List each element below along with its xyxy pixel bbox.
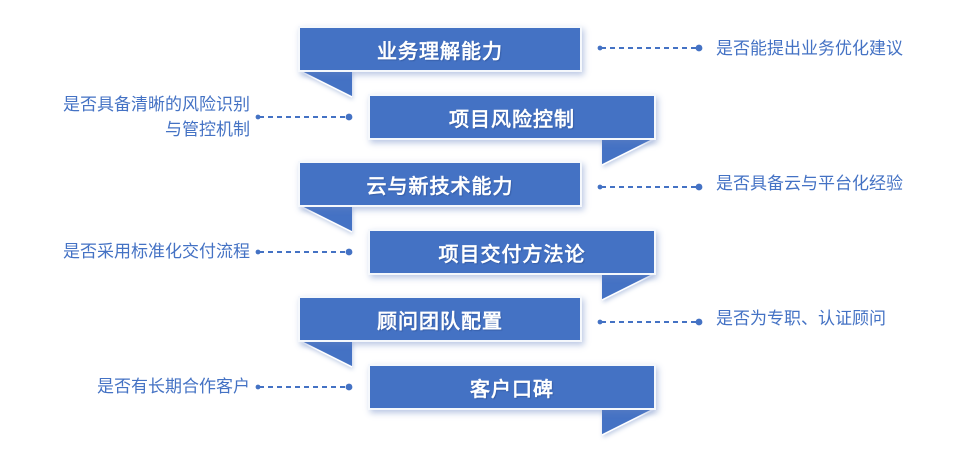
ribbon-fold-right-icon (602, 409, 655, 436)
banner-customer-reputation: 客户口碑 (368, 364, 656, 410)
dashed-connector-icon (255, 113, 353, 121)
ribbon-fold-right-icon (602, 139, 655, 166)
ribbon-fold-left-icon (300, 206, 353, 233)
banner-label: 顾问团队配置 (377, 310, 503, 333)
banner-business-understanding: 业务理解能力 (298, 26, 582, 72)
ribbon-fold-right-icon (602, 274, 655, 301)
dashed-connector-icon (255, 383, 353, 391)
dashed-connector-icon (597, 183, 703, 191)
banner-label: 项目交付方法论 (438, 243, 586, 266)
ribbon-fold-left-icon (300, 341, 353, 368)
dashed-connector-icon (255, 248, 353, 256)
banner-label: 云与新技术能力 (366, 175, 514, 198)
annotation-business-understanding: 是否能提出业务优化建议 (716, 39, 903, 58)
annotation-risk-control: 是否具备清晰的风险识别 与管控机制 (63, 95, 250, 139)
banner-consultant-team: 顾问团队配置 (298, 296, 582, 342)
dashed-connector-icon (597, 318, 703, 326)
ribbon-fold-left-icon (300, 71, 353, 98)
banner-risk-control: 项目风险控制 (368, 94, 656, 140)
banner-label: 项目风险控制 (449, 108, 575, 131)
banner-delivery-methodology: 项目交付方法论 (368, 229, 656, 275)
banner-cloud-tech: 云与新技术能力 (298, 161, 582, 207)
banner-label: 客户口碑 (470, 378, 554, 401)
annotation-delivery-methodology: 是否采用标准化交付流程 (63, 242, 250, 261)
annotation-cloud-tech: 是否具备云与平台化经验 (716, 174, 903, 193)
dashed-connector-icon (597, 44, 703, 52)
annotation-customer-reputation: 是否有长期合作客户 (97, 377, 250, 396)
banner-label: 业务理解能力 (377, 40, 503, 63)
annotation-consultant-team: 是否为专职、认证顾问 (716, 309, 886, 328)
